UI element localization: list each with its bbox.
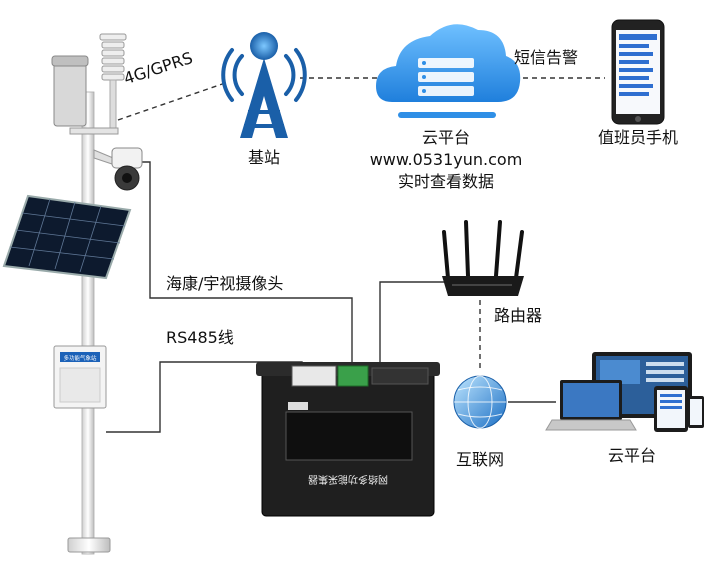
router-icon	[442, 220, 524, 296]
dome-camera	[111, 147, 143, 191]
wireless-link-line	[117, 81, 229, 121]
weather-station: 多功能气象站	[2, 33, 143, 555]
cloud-platform-devices	[545, 352, 704, 432]
router-label: 路由器	[493, 306, 543, 325]
base-station-icon	[221, 32, 307, 138]
control-box: 多功能气象站	[53, 345, 107, 409]
pole	[81, 91, 95, 555]
pole-base	[67, 537, 111, 553]
cloud-view-label: 实时查看数据	[397, 172, 495, 191]
rs485-label: RS485线	[166, 328, 234, 347]
data-collector-device: 网络多功能采集器	[256, 362, 440, 517]
camera-label: 海康/宇视摄像头	[166, 274, 284, 293]
device-panel-text: 网络多功能采集器	[308, 473, 388, 486]
cloud-url-label: www.0531yun.com	[369, 150, 523, 169]
control-box-label: 多功能气象站	[63, 354, 97, 362]
sms-alert-label: 短信告警	[514, 48, 579, 67]
duty-phone-icon	[611, 19, 665, 125]
cloud-platform-label: 云平台	[421, 128, 471, 147]
internet-label: 互联网	[455, 450, 505, 469]
cloud-platform-icon	[376, 24, 521, 118]
solar-panel	[2, 194, 132, 280]
base-station-label: 基站	[247, 148, 281, 167]
radiation-shield	[99, 33, 127, 131]
device-router-cable	[379, 281, 448, 372]
cloud-platform-label-2: 云平台	[607, 446, 657, 465]
internet-globe-icon	[453, 375, 507, 429]
camera-cable	[138, 161, 353, 372]
duty-phone-label: 值班员手机	[597, 128, 679, 147]
rain-gauge	[53, 59, 87, 127]
